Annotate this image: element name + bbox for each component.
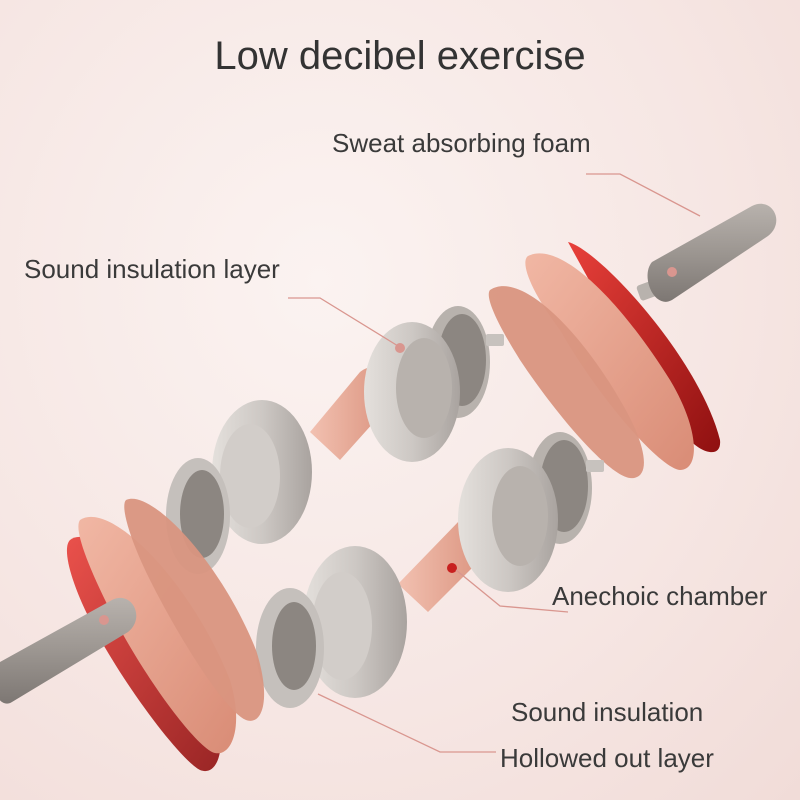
lower-axle <box>586 460 604 472</box>
page-title: Low decibel exercise <box>214 34 586 78</box>
callout-anechoic-chamber: Anechoic chamber <box>552 581 768 611</box>
left-pink-plate <box>124 498 265 721</box>
leader-sweat-foam <box>586 173 701 217</box>
upper-axle <box>486 334 504 346</box>
left-pink-frame <box>78 516 237 754</box>
leader-hollow <box>317 693 496 753</box>
right-pink-frame <box>525 253 694 470</box>
right-grip-dot <box>667 267 677 277</box>
leader-insulation-layer <box>288 297 399 347</box>
right-handle-assembly <box>488 203 777 479</box>
callout-sound-insulation-layer: Sound insulation layer <box>24 254 280 284</box>
left-grip-dot <box>99 615 109 625</box>
upper-wheel-assembly <box>166 306 504 574</box>
callout-sound-insulation: Sound insulation <box>511 697 704 727</box>
callout-leader-lines <box>288 173 701 753</box>
left-handle-assembly <box>0 498 265 772</box>
leader-anechoic <box>455 569 569 613</box>
callout-sweat-foam: Sweat absorbing foam <box>332 128 591 158</box>
lower-callout-dot <box>447 563 457 573</box>
right-grip-icon <box>647 203 777 302</box>
right-pink-plate <box>488 286 644 479</box>
lower-wheel-assembly <box>256 432 604 708</box>
callout-hollowed-out-layer: Hollowed out layer <box>500 743 714 773</box>
